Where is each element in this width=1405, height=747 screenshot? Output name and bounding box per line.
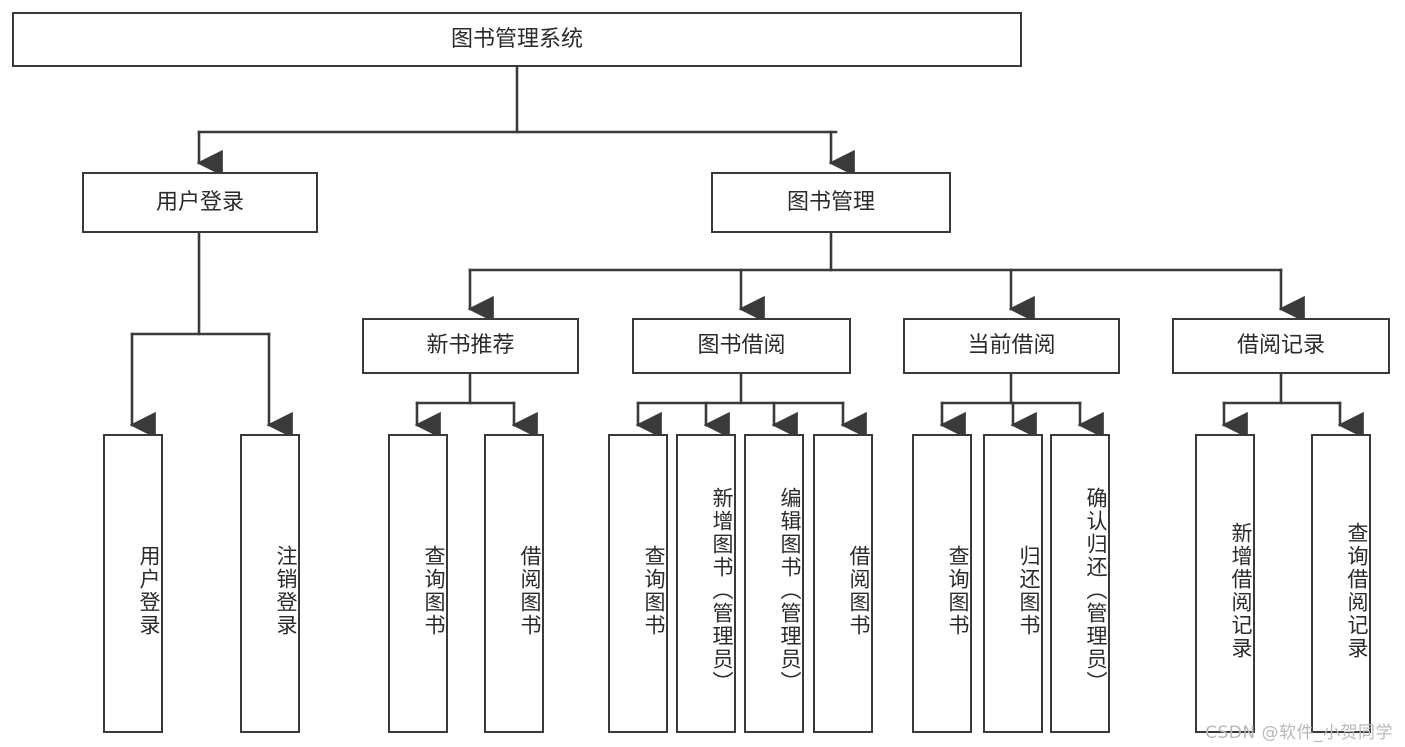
node-label: 借阅图书 — [518, 544, 542, 637]
leaf-return-book[interactable]: 归还图书 — [983, 434, 1043, 733]
node-current-borrowing[interactable]: 当前借阅 — [903, 318, 1120, 374]
node-label: 新增借阅记录 — [1229, 521, 1253, 660]
node-label: 新增图书（管理员） — [710, 487, 734, 694]
node-label: 图书管理 — [786, 189, 875, 215]
node-label: 用户登录 — [155, 189, 244, 215]
leaf-confirm-return-admin[interactable]: 确认归还（管理员） — [1050, 434, 1110, 733]
node-book-borrowing[interactable]: 图书借阅 — [632, 318, 851, 374]
node-label: 借阅记录 — [1236, 333, 1325, 359]
node-new-book-recommendation[interactable]: 新书推荐 — [362, 318, 579, 374]
node-root-book-management-system[interactable]: 图书管理系统 — [12, 12, 1022, 67]
node-borrowing-record[interactable]: 借阅记录 — [1172, 318, 1390, 374]
leaf-borrow-book-new-rec[interactable]: 借阅图书 — [484, 434, 544, 733]
leaf-borrow-book-borrow[interactable]: 借阅图书 — [813, 434, 873, 733]
leaf-add-book-admin[interactable]: 新增图书（管理员） — [676, 434, 736, 733]
node-book-management[interactable]: 图书管理 — [711, 172, 951, 233]
node-label: 查询图书 — [946, 544, 970, 637]
node-label: 编辑图书（管理员） — [778, 487, 802, 694]
node-label: 用户登录 — [137, 544, 161, 637]
node-label: 注销登录 — [274, 544, 298, 637]
node-label: 查询图书 — [642, 544, 666, 637]
node-label: 当前借阅 — [967, 333, 1056, 359]
watermark: CSDN @软件_小贺同学 — [1205, 723, 1393, 743]
node-user-login[interactable]: 用户登录 — [82, 172, 318, 233]
node-label: 新书推荐 — [426, 333, 515, 359]
node-label: 查询借阅记录 — [1345, 521, 1369, 660]
node-label: 归还图书 — [1017, 544, 1041, 637]
leaf-query-book-borrow[interactable]: 查询图书 — [608, 434, 668, 733]
leaf-add-borrow-record[interactable]: 新增借阅记录 — [1195, 434, 1255, 733]
leaf-query-book-current[interactable]: 查询图书 — [912, 434, 972, 733]
leaf-edit-book-admin[interactable]: 编辑图书（管理员） — [744, 434, 804, 733]
leaf-query-borrow-record[interactable]: 查询借阅记录 — [1311, 434, 1371, 733]
leaf-user-login[interactable]: 用户登录 — [103, 434, 163, 733]
leaf-query-book-new-rec[interactable]: 查询图书 — [388, 434, 448, 733]
node-label: 查询图书 — [422, 544, 446, 637]
leaf-logout[interactable]: 注销登录 — [240, 434, 300, 733]
node-label: 图书管理系统 — [450, 26, 583, 52]
node-label: 图书借阅 — [697, 333, 786, 359]
node-label: 确认归还（管理员） — [1084, 487, 1108, 694]
node-label: 借阅图书 — [847, 544, 871, 637]
